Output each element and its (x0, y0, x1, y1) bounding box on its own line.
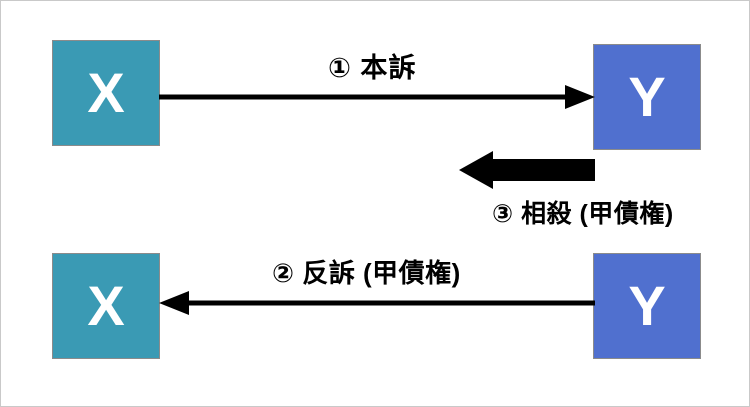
party-box-x-bottom[interactable]: X (52, 253, 160, 359)
arrow-right-honso-icon (159, 85, 595, 109)
party-label-x-top: X (87, 61, 125, 124)
party-box-y-bottom[interactable]: Y (593, 253, 701, 359)
party-label-x-bottom: X (87, 274, 125, 337)
edge-label-hanso: ② 反訴 (甲債権) (272, 258, 461, 288)
party-label-y-top: Y (628, 65, 666, 128)
party-label-y-bottom: Y (628, 274, 666, 337)
arrow-left-hanso-icon (159, 291, 595, 315)
party-box-x-top[interactable]: X (52, 40, 160, 146)
edge-label-sousai: ③ 相殺 (甲債権) (492, 200, 674, 228)
party-box-y-top[interactable]: Y (593, 44, 701, 150)
arrow-left-thick-sousai-icon (459, 151, 595, 189)
edge-label-honso: ① 本訴 (328, 53, 417, 83)
